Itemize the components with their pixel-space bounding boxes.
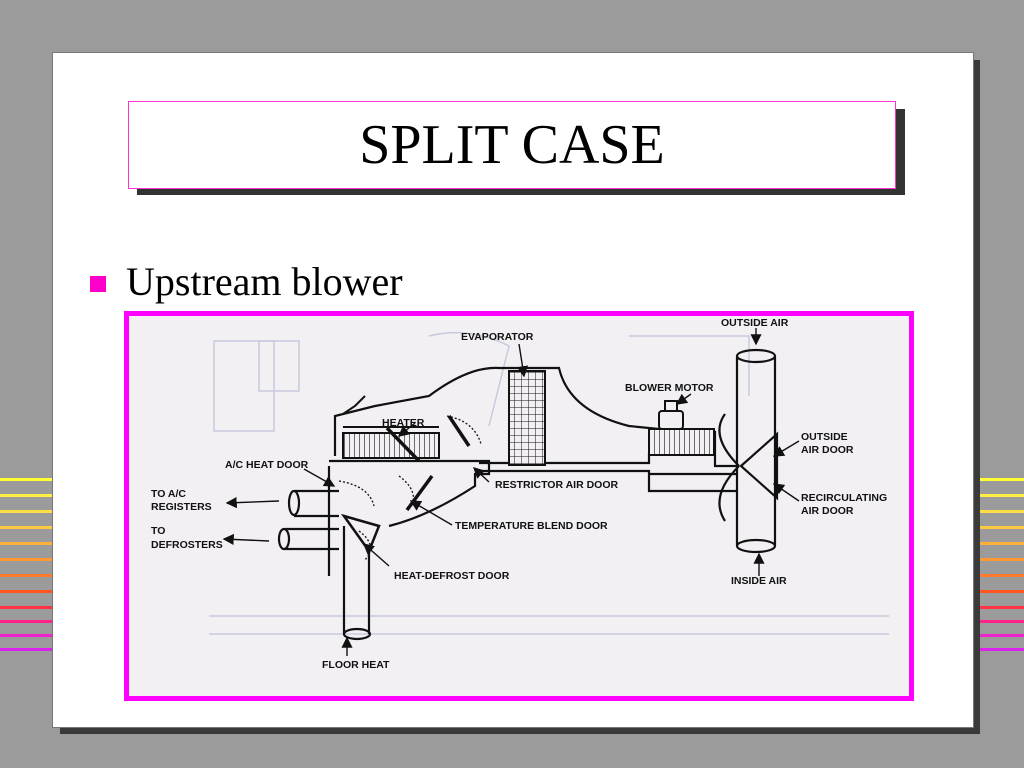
label-heater: HEATER: [382, 417, 425, 429]
heater-inlet: [342, 395, 366, 415]
leader-arrows: [222, 328, 800, 656]
blower-motor: [648, 400, 715, 456]
title-box: SPLIT CASE: [128, 101, 896, 189]
label-floor-heat: FLOOR HEAT: [322, 659, 390, 671]
label-inside-air: INSIDE AIR: [731, 575, 787, 587]
label-evaporator: EVAPORATOR: [461, 331, 534, 343]
label-ac-heat-door: A/C HEAT DOOR: [225, 459, 309, 471]
label-recirculating-2: AIR DOOR: [801, 505, 854, 517]
label-blower-motor: BLOWER MOTOR: [625, 382, 714, 394]
label-outside-air-door-2: AIR DOOR: [801, 444, 854, 456]
heater-core: [342, 432, 440, 459]
page-title: SPLIT CASE: [359, 114, 665, 176]
bullet-text: Upstream blower: [126, 259, 403, 304]
label-outside-air-top: OUTSIDE AIR: [721, 317, 789, 329]
label-restrictor-air-door: RESTRICTOR AIR DOOR: [495, 479, 619, 491]
label-outside-air-door-1: OUTSIDE: [801, 431, 848, 443]
diagram-figure: OUTSIDE AIR EVAPORATOR BLOWER MOTOR HEAT…: [124, 311, 914, 701]
output-ducts: [277, 489, 372, 641]
label-to-defrosters-1: TO: [151, 525, 165, 537]
bullet-marker: [90, 276, 106, 292]
label-to-defrosters-2: DEFROSTERS: [151, 539, 223, 551]
label-to-ac-1: TO A/C: [151, 488, 186, 500]
ghost-background: [209, 331, 889, 635]
label-temperature-blend-door: TEMPERATURE BLEND DOOR: [455, 520, 608, 532]
label-heat-defrost-door: HEAT-DEFROST DOOR: [394, 570, 510, 582]
outside-air-duct: [718, 348, 779, 554]
evaporator-core: [508, 370, 546, 466]
label-to-ac-2: REGISTERS: [151, 501, 212, 513]
split-case-diagram: OUTSIDE AIR EVAPORATOR BLOWER MOTOR HEAT…: [151, 317, 889, 671]
label-recirculating-1: RECIRCULATING: [801, 492, 887, 504]
